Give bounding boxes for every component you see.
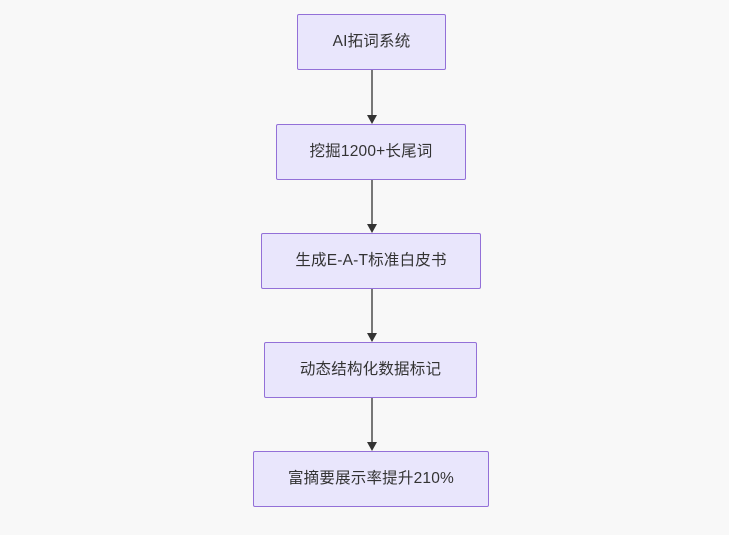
flow-node-mine-longtail-keywords[interactable]: 挖掘1200+长尾词 bbox=[276, 124, 466, 180]
connector-node-4-to-node-5 bbox=[362, 398, 382, 451]
connector-node-2-to-node-3 bbox=[362, 180, 382, 233]
flow-node-dynamic-structured-data-markup[interactable]: 动态结构化数据标记 bbox=[264, 342, 477, 398]
flow-node-ai-keyword-system[interactable]: AI拓词系统 bbox=[297, 14, 446, 70]
flow-node-label: AI拓词系统 bbox=[332, 33, 411, 51]
connector-node-1-to-node-2 bbox=[362, 70, 382, 124]
flow-node-rich-snippet-rate-increase[interactable]: 富摘要展示率提升210% bbox=[253, 451, 489, 507]
flow-node-generate-eat-whitepaper[interactable]: 生成E-A-T标准白皮书 bbox=[261, 233, 481, 289]
connector-node-3-to-node-4 bbox=[362, 289, 382, 342]
flow-node-label: 生成E-A-T标准白皮书 bbox=[295, 252, 447, 270]
flow-node-label: 富摘要展示率提升210% bbox=[287, 470, 455, 488]
flow-node-label: 挖掘1200+长尾词 bbox=[309, 143, 433, 161]
flow-node-label: 动态结构化数据标记 bbox=[299, 361, 442, 379]
